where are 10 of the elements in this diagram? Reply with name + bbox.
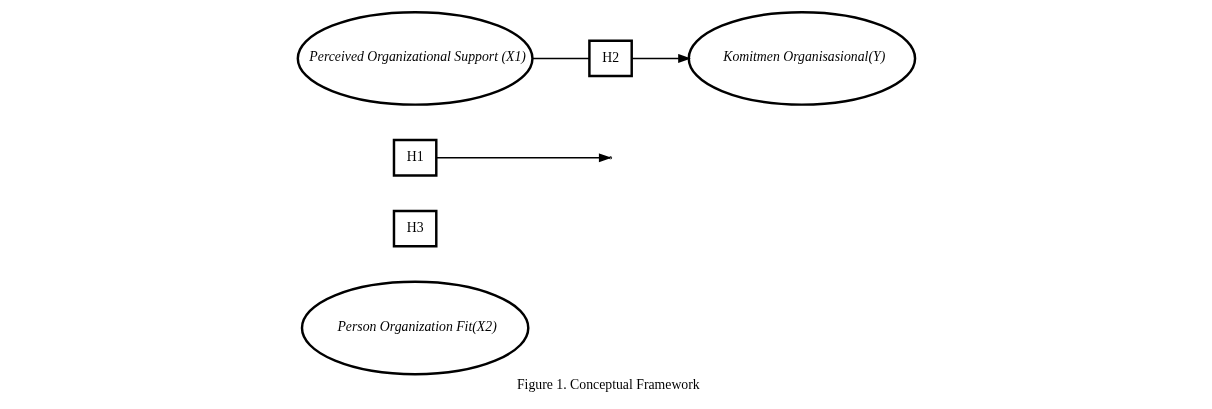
node-ellipse: Perceived Organizational Support (X1): [296, 10, 534, 106]
node-ellipse: Komitmen Organisasional(Y): [687, 10, 916, 106]
arrow: [435, 153, 612, 163]
node-box: H2: [587, 39, 633, 78]
caption: Figure 1. Conceptual Framework: [516, 377, 700, 393]
arrow: [630, 53, 691, 63]
connector: [531, 57, 590, 60]
node-ellipse: Person Organization Fit(X2): [300, 280, 529, 376]
node-box: H3: [392, 209, 438, 248]
node-box: H1: [392, 138, 438, 177]
